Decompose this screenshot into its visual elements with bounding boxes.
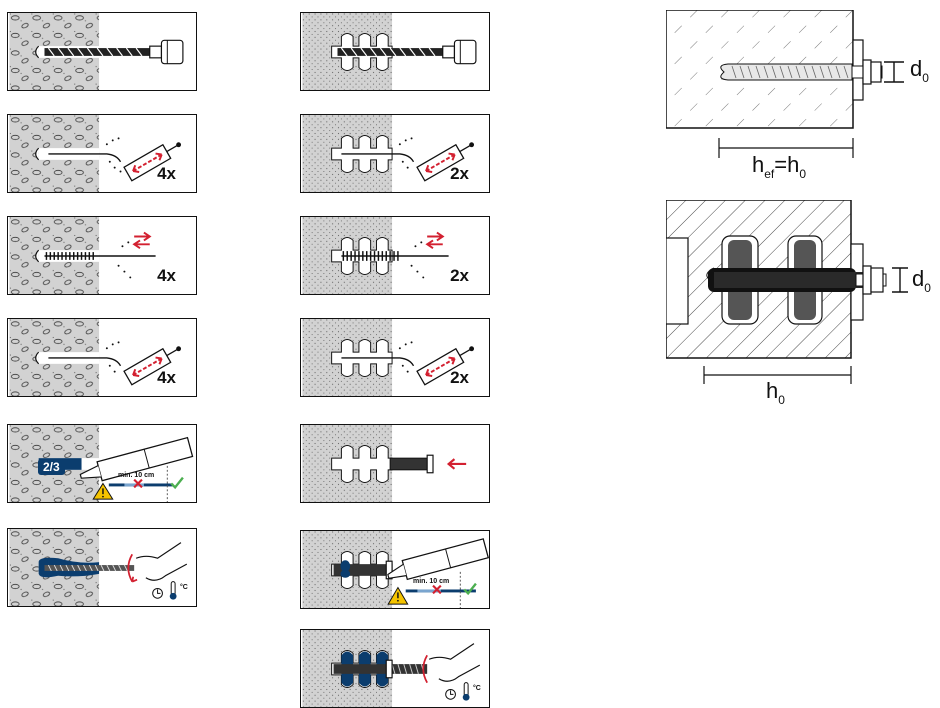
step-drill-solid bbox=[7, 12, 197, 91]
repeat-count: 4x bbox=[157, 164, 176, 183]
step-insert-rod: °C bbox=[7, 528, 197, 607]
step-inject-mortar: min. 10 cm bbox=[300, 530, 490, 609]
repeat-count: 2x bbox=[450, 266, 469, 285]
temperature-unit: °C bbox=[473, 685, 481, 692]
min-distance-label: min. 10 cm bbox=[118, 472, 155, 479]
diameter-label: d0 bbox=[912, 266, 931, 295]
step-drill-hollow bbox=[300, 12, 490, 91]
embedment-depth-label: h0 bbox=[766, 378, 785, 407]
step-insert-rod: °C bbox=[300, 629, 490, 708]
repeat-count: 4x bbox=[157, 266, 176, 285]
embedment-depth-label: hef=h0 bbox=[752, 152, 807, 181]
section-hollow-substrate: d0 h0 bbox=[666, 200, 936, 410]
diameter-label: d0 bbox=[910, 56, 929, 85]
fill-level-tag: 2/3 bbox=[38, 459, 65, 475]
step-blow-out: 4x bbox=[7, 114, 197, 193]
repeat-count: 4x bbox=[157, 368, 176, 387]
step-brush: 4x bbox=[7, 216, 197, 295]
section-solid-substrate: d0 hef=h0 bbox=[666, 10, 936, 190]
step-brush: 2x bbox=[300, 216, 490, 295]
step-blow-out-again: 2x bbox=[300, 318, 490, 397]
step-insert-sleeve bbox=[300, 424, 490, 503]
step-blow-out: 2x bbox=[300, 114, 490, 193]
step-blow-out-again: 4x bbox=[7, 318, 197, 397]
temperature-unit: °C bbox=[180, 584, 188, 591]
repeat-count: 2x bbox=[450, 368, 469, 387]
min-distance-label: min. 10 cm bbox=[413, 578, 450, 585]
repeat-count: 2x bbox=[450, 164, 469, 183]
step-inject-mortar: 2/3 min. 10 cm bbox=[7, 424, 197, 503]
